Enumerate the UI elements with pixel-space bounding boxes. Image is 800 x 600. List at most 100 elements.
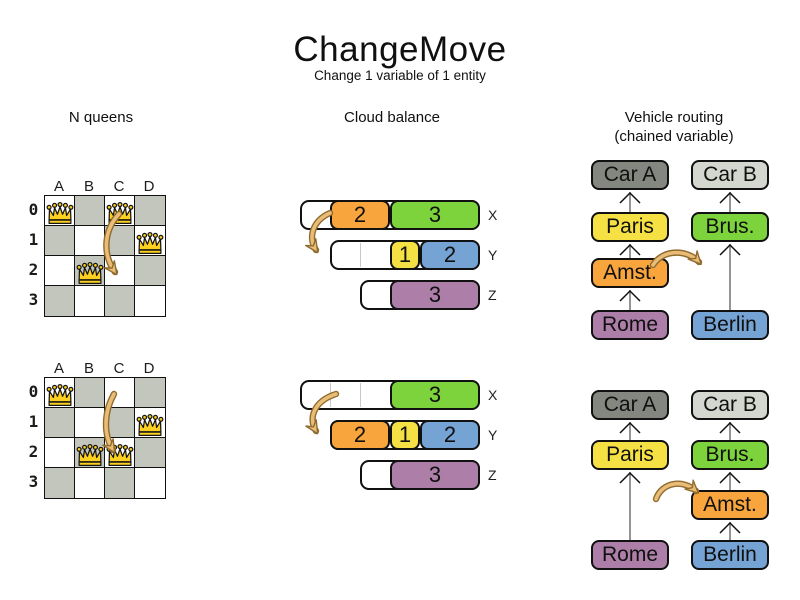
queen-icon: [136, 231, 164, 254]
board-row-number: 3: [28, 472, 39, 491]
computer-label: X: [488, 387, 498, 403]
board-cell: [105, 408, 135, 438]
chain-link-arrowhead: [619, 289, 641, 302]
board-row-number: 1: [28, 412, 39, 431]
queen-icon: [136, 413, 164, 436]
visit-box: Rome: [591, 310, 669, 340]
board-cell: [135, 408, 165, 438]
visit-box: Paris: [591, 440, 669, 470]
vehicle-box: Car B: [691, 160, 769, 190]
board-cell: [135, 378, 165, 408]
vehicle-routing-label: Vehicle routing: [624, 109, 724, 126]
board-row-number: 3: [28, 290, 39, 309]
queen-icon: [76, 261, 104, 284]
queen-piece: [135, 228, 165, 258]
visit-box: Brus.: [691, 440, 769, 470]
board-column-letter: B: [83, 360, 94, 377]
visit-box: Berlin: [691, 310, 769, 340]
board-cell: [75, 226, 105, 256]
board-cell: [45, 286, 75, 316]
column-header-nqueens: N queens: [68, 109, 134, 126]
queen-piece: [105, 198, 135, 228]
board-cell: [45, 438, 75, 468]
queen-piece: [45, 198, 75, 228]
board-row-number: 1: [28, 230, 39, 249]
chain-link-arrowhead: [719, 243, 741, 256]
chain-link-arrowhead: [719, 421, 741, 434]
board-cell: [105, 256, 135, 286]
board-column-letter: A: [53, 178, 64, 195]
board-column-letter: C: [113, 178, 125, 195]
capacity-unit-divider: [360, 383, 361, 407]
board-column-letter: C: [113, 360, 125, 377]
board-row-number: 0: [28, 382, 39, 401]
process-block: 1: [390, 420, 420, 450]
queen-piece: [75, 258, 105, 288]
board-cell: [75, 196, 105, 226]
visit-box: Brus.: [691, 212, 769, 242]
visit-box: Rome: [591, 540, 669, 570]
board-cell: [135, 256, 165, 286]
chain-link-arrowhead: [619, 243, 641, 256]
column-header-vehicle-routing: Vehicle routing (chained variable): [564, 108, 784, 146]
chain-link-arrowhead: [719, 471, 741, 484]
board-column-letter: B: [83, 178, 94, 195]
board-cell: [75, 408, 105, 438]
board-cell: [135, 438, 165, 468]
capacity-unit-divider: [330, 383, 331, 407]
board-cell: [135, 226, 165, 256]
computer-label: X: [488, 207, 498, 223]
nqueens-board-before: A B C D 0 1 2 3: [25, 178, 175, 323]
board-cell: [135, 468, 165, 498]
page-title: ChangeMove: [293, 30, 507, 69]
move-arrow-routing-after: [652, 479, 700, 503]
vehicle-routing-sublabel: (chained variable): [614, 128, 734, 145]
board-cell: [105, 468, 135, 498]
board-row-number: 0: [28, 200, 39, 219]
column-header-cloud-balance: Cloud balance: [344, 109, 440, 126]
board-cell: [135, 196, 165, 226]
board-row-number: 2: [28, 260, 39, 279]
board-cell: [135, 286, 165, 316]
visit-box: Berlin: [691, 540, 769, 570]
queen-icon: [106, 443, 134, 466]
board-row-number: 2: [28, 442, 39, 461]
process-block: 2: [420, 240, 480, 270]
chain-link-arrowhead: [719, 521, 741, 534]
board-column-letter: D: [143, 178, 155, 195]
vehicle-box: Car B: [691, 390, 769, 420]
process-block: 2: [330, 200, 390, 230]
process-block: 3: [390, 280, 480, 310]
process-block: 2: [420, 420, 480, 450]
board-cell: [45, 468, 75, 498]
process-block: 3: [390, 460, 480, 490]
board-cell: [105, 378, 135, 408]
capacity-unit-divider: [360, 243, 361, 267]
board-grid: [44, 195, 166, 317]
page-subtitle: Change 1 variable of 1 entity: [314, 68, 486, 83]
computer-label: Y: [488, 427, 498, 443]
board-cell: [75, 286, 105, 316]
visit-box: Amst.: [591, 258, 669, 288]
chain-link-arrowhead: [619, 421, 641, 434]
board-cell: [105, 226, 135, 256]
board-cell: [105, 286, 135, 316]
chain-link-arrowhead: [619, 191, 641, 204]
board-cell: [75, 378, 105, 408]
visit-box: Paris: [591, 212, 669, 242]
computer-label: Z: [488, 287, 497, 303]
queen-icon: [46, 383, 74, 406]
queen-icon: [106, 201, 134, 224]
queen-piece: [45, 380, 75, 410]
board-column-letter: A: [53, 360, 64, 377]
chain-link-arrowhead: [619, 471, 641, 484]
chain-link-arrowhead: [719, 191, 741, 204]
queen-piece: [105, 440, 135, 470]
computer-label: Z: [488, 467, 497, 483]
board-cell: [45, 256, 75, 286]
queen-icon: [46, 201, 74, 224]
board-grid: [44, 377, 166, 499]
vehicle-box: Car A: [591, 160, 669, 190]
